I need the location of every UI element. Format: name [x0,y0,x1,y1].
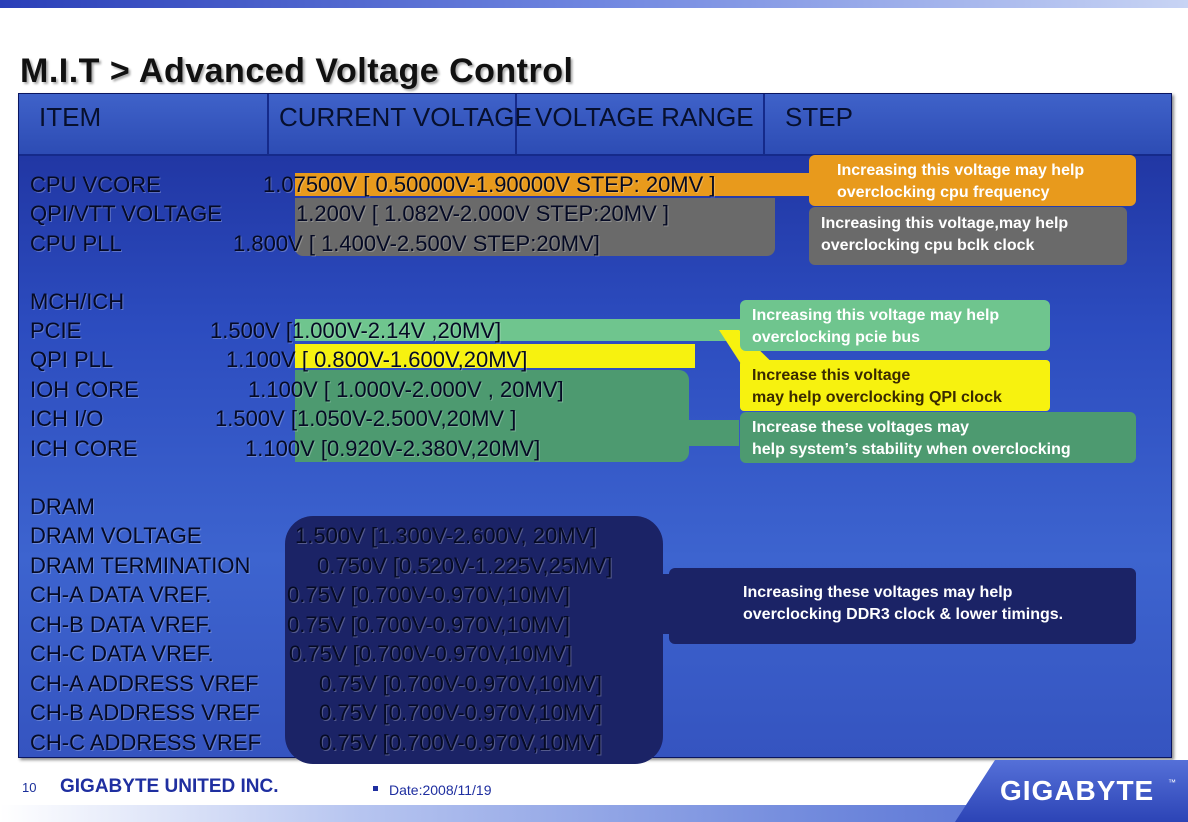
table-header: ITEM CURRENT VOLTAGE VOLTAGE RANGE STEP [19,94,1171,156]
stability-highlight [295,370,689,462]
row-ch-c-data-value: 0.75V [0.700V-0.970V,10MV] [289,641,572,666]
callout-cpu-frequency-line2: overclocking cpu frequency [837,184,1050,201]
callout-ddr3: Increasing these voltages may help overc… [669,568,1136,644]
callout-ddr3-line1: Increasing these voltages may help [743,584,1013,601]
callout-stability-line1: Increase these voltages may [752,419,970,436]
row-cpu-pll-value: 1.800V [ 1.400V-2.500V STEP:20MV] [233,231,600,256]
callout-cpu-frequency: Increasing this voltage may help overclo… [809,155,1136,206]
header-voltage-range: VOLTAGE RANGE [517,94,765,154]
row-dram-voltage-value: 1.500V [1.300V-2.600V, 20MV] [295,523,597,548]
callout-stability-line2: help system’s stability when overclockin… [752,441,1071,458]
company-name: GIGABYTE UNITED INC. [60,776,279,797]
row-ch-b-addr-value: 0.75V [0.700V-0.970V,10MV] [319,700,602,725]
page-number: 10 [22,780,37,795]
callout-bclk-line2: overclocking cpu bclk clock [821,237,1035,254]
row-ich-core-item: ICH CORE [30,436,138,461]
qpi-pll-highlight [295,344,695,368]
section-mch-ich: MCH/ICH [30,289,125,314]
bullet-icon [373,786,378,791]
footer-date: Date:2008/11/19 [389,782,492,798]
row-ch-b-data-item: CH-B DATA VREF. [30,612,213,637]
row-ch-c-addr-item: CH-C ADDRESS VREF [30,730,262,755]
cpu-vcore-highlight [295,173,825,196]
callout-pcie-line2: overclocking pcie bus [752,329,921,346]
row-qpi-vtt-value: 1.200V [ 1.082V-2.000V STEP:20MV ] [296,201,670,226]
row-dram-termination-item: DRAM TERMINATION [30,553,251,578]
row-pcie-value: 1.500V [1.000V-2.14V ,20MV] [210,318,502,343]
callout-qpi: Increase this voltage may help overclock… [740,360,1050,411]
row-ich-io-item: ICH I/O [30,406,104,431]
callout-bclk-line1: Increasing this voltage,may help [821,215,1069,232]
callout-qpi-line1: Increase this voltage [752,367,911,384]
header-step: STEP [785,102,853,132]
row-cpu-vcore-item: CPU VCORE [30,172,161,197]
gigabyte-logo: GIGABYTE [1000,775,1155,806]
row-ch-a-addr-item: CH-A ADDRESS VREF [30,671,259,696]
callout-ddr3-line2: overclocking DDR3 clock & lower timings. [743,606,1064,623]
row-ch-a-data-item: CH-A DATA VREF. [30,582,212,607]
row-ch-a-data-value: 0.75V [0.700V-0.970V,10MV] [287,582,570,607]
row-qpi-pll-item: QPI PLL [30,347,114,372]
callout-qpi-line2: may help overclocking QPI clock [752,389,1002,406]
row-ch-c-data-item: CH-C DATA VREF. [30,641,214,666]
page-title: M.I.T > Advanced Voltage Control [20,52,574,90]
row-ch-b-data-value: 0.75V [0.700V-0.970V,10MV] [287,612,570,637]
callout-pcie: Increasing this voltage may help overclo… [740,300,1050,351]
row-ch-a-addr-value: 0.75V [0.700V-0.970V,10MV] [319,671,602,696]
row-ch-b-addr-item: CH-B ADDRESS VREF [30,700,260,725]
section-dram: DRAM [30,494,95,519]
row-ioh-core-item: IOH CORE [30,377,139,402]
footer-stripe [0,805,1188,822]
callout-bclk: Increasing this voltage,may help overclo… [809,207,1127,265]
row-cpu-vcore-value: 1.07500V [ 0.50000V-1.90000V STEP: 20MV … [263,172,716,197]
header-current-voltage: CURRENT VOLTAGE [269,94,532,154]
row-ch-c-addr-value: 0.75V [0.700V-0.970V,10MV] [319,730,602,755]
row-qpi-vtt-item: QPI/VTT VOLTAGE [30,201,222,226]
row-ich-core-value: 1.100V [0.920V-2.380V,20MV] [245,436,541,461]
pcie-highlight [295,319,745,341]
header-item: ITEM [19,94,269,154]
row-pcie-item: PCIE [30,318,82,343]
trademark-symbol: ™ [1168,778,1176,787]
row-dram-termination-value: 0.750V [0.520V-1.225V,25MV] [317,553,613,578]
top-band [0,0,1188,8]
row-cpu-pll-item: CPU PLL [30,231,122,256]
cpu-bclk-highlight [295,198,775,256]
dram-highlight [285,516,663,764]
voltage-table-panel: ITEM CURRENT VOLTAGE VOLTAGE RANGE STEP … [18,93,1172,764]
row-dram-voltage-item: DRAM VOLTAGE [30,523,202,548]
row-qpi-pll-value: 1.100V [ 0.800V-1.600V,20MV] [226,347,528,372]
row-ich-io-value: 1.500V [1.050V-2.500V,20MV ] [215,406,517,431]
callout-stability: Increase these voltages may help system’… [740,412,1136,463]
callout-cpu-frequency-line1: Increasing this voltage may help [837,162,1085,179]
footer-brand-band [955,760,1188,822]
row-ioh-core-value: 1.100V [ 1.000V-2.000V , 20MV] [248,377,564,402]
callout-pcie-line1: Increasing this voltage may help [752,307,1000,324]
